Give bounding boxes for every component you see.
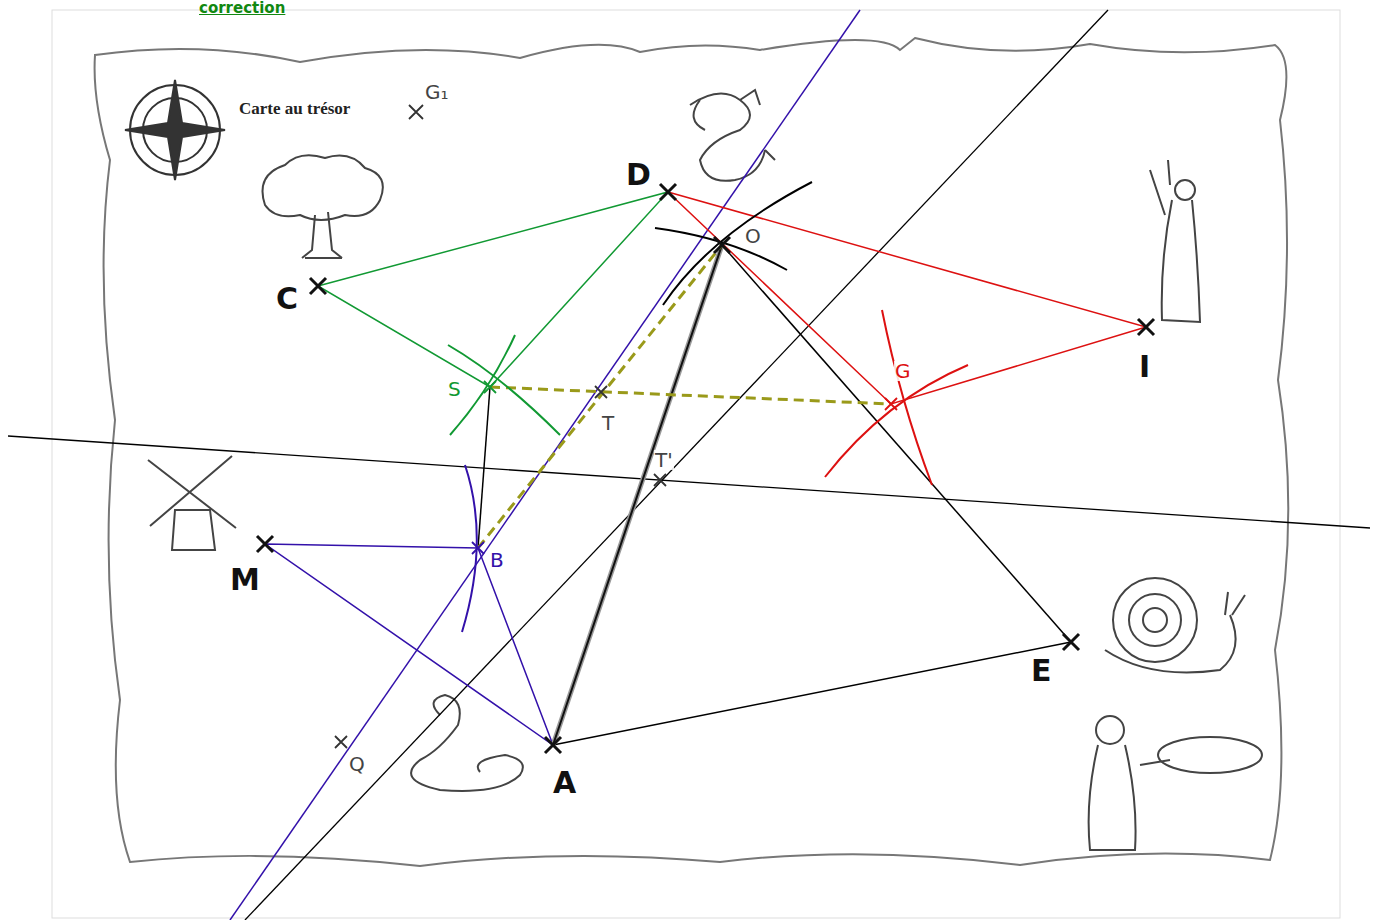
map-title: Carte au trésor (238, 100, 351, 117)
point-label: S (447, 379, 462, 399)
tree (263, 155, 383, 258)
link-text: correction (198, 1, 286, 16)
point-label: O (744, 226, 762, 246)
point-label: C (275, 284, 299, 314)
compass-rose (125, 80, 225, 180)
small-point-marks (335, 105, 897, 748)
point-label: T (601, 413, 615, 433)
point-label: I (1138, 352, 1151, 382)
point-label: A (552, 768, 577, 798)
windmill (148, 456, 236, 550)
point-label: B (489, 550, 505, 570)
point-label: T' (654, 450, 674, 470)
snail (1105, 578, 1245, 673)
snake (411, 695, 523, 791)
point-label: G₁ (424, 82, 450, 102)
pirate (1089, 716, 1262, 850)
figure-with-feather (1150, 160, 1200, 322)
point-label: M (229, 565, 261, 595)
point-label: E (1030, 656, 1053, 686)
point-label: D (625, 160, 652, 190)
construction (8, 10, 1370, 920)
dragon (690, 90, 775, 181)
point-label: Q (348, 754, 366, 774)
point-marks (257, 184, 1154, 753)
parchment (95, 38, 1289, 866)
figure-frame (52, 10, 1340, 918)
point-label: G (894, 361, 912, 381)
